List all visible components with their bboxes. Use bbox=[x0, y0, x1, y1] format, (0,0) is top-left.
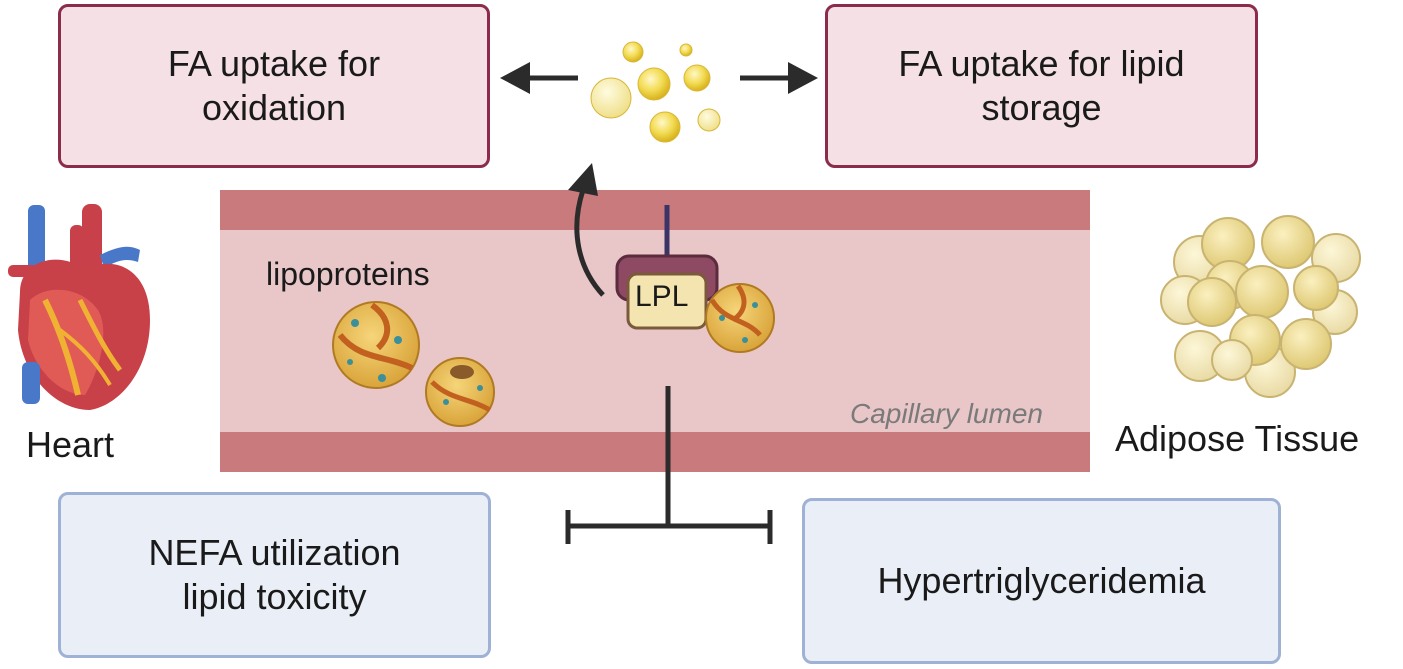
fatty-acid-droplet-icon bbox=[590, 41, 721, 143]
fa-oxidation-label: FA uptake for oxidation bbox=[167, 43, 381, 128]
adipose-tissue-icon bbox=[1160, 215, 1361, 398]
arrow-to-oxidation bbox=[500, 62, 578, 94]
lipoproteins-label: lipoproteins bbox=[266, 256, 430, 292]
lipoprotein-icon bbox=[705, 283, 775, 353]
capillary-lumen-label: Capillary lumen bbox=[850, 398, 1043, 429]
lipoprotein-icon bbox=[332, 301, 420, 389]
inhibition-connector bbox=[565, 386, 773, 544]
adipose-tissue-label: Adipose Tissue bbox=[1115, 418, 1360, 459]
hypertriglyceridemia-box: Hypertriglyceridemia bbox=[802, 498, 1281, 664]
fa-storage-box: FA uptake for lipid storage bbox=[825, 4, 1258, 168]
lpl-enzyme-icon bbox=[615, 254, 719, 330]
arrow-to-storage bbox=[740, 62, 818, 94]
heart-label: Heart bbox=[26, 424, 115, 465]
fa-storage-label: FA uptake for lipid storage bbox=[898, 43, 1185, 128]
hypertriglyceridemia-label: Hypertriglyceridemia bbox=[877, 560, 1206, 601]
fa-oxidation-box: FA uptake for oxidation bbox=[58, 4, 490, 168]
lipoprotein-icon bbox=[425, 357, 495, 427]
release-arrow bbox=[568, 163, 605, 297]
lpl-label: LPL bbox=[635, 280, 689, 313]
heart-icon bbox=[8, 204, 150, 410]
nefa-box: NEFA utilization lipid toxicity bbox=[58, 492, 491, 658]
nefa-label: NEFA utilization lipid toxicity bbox=[148, 532, 401, 617]
